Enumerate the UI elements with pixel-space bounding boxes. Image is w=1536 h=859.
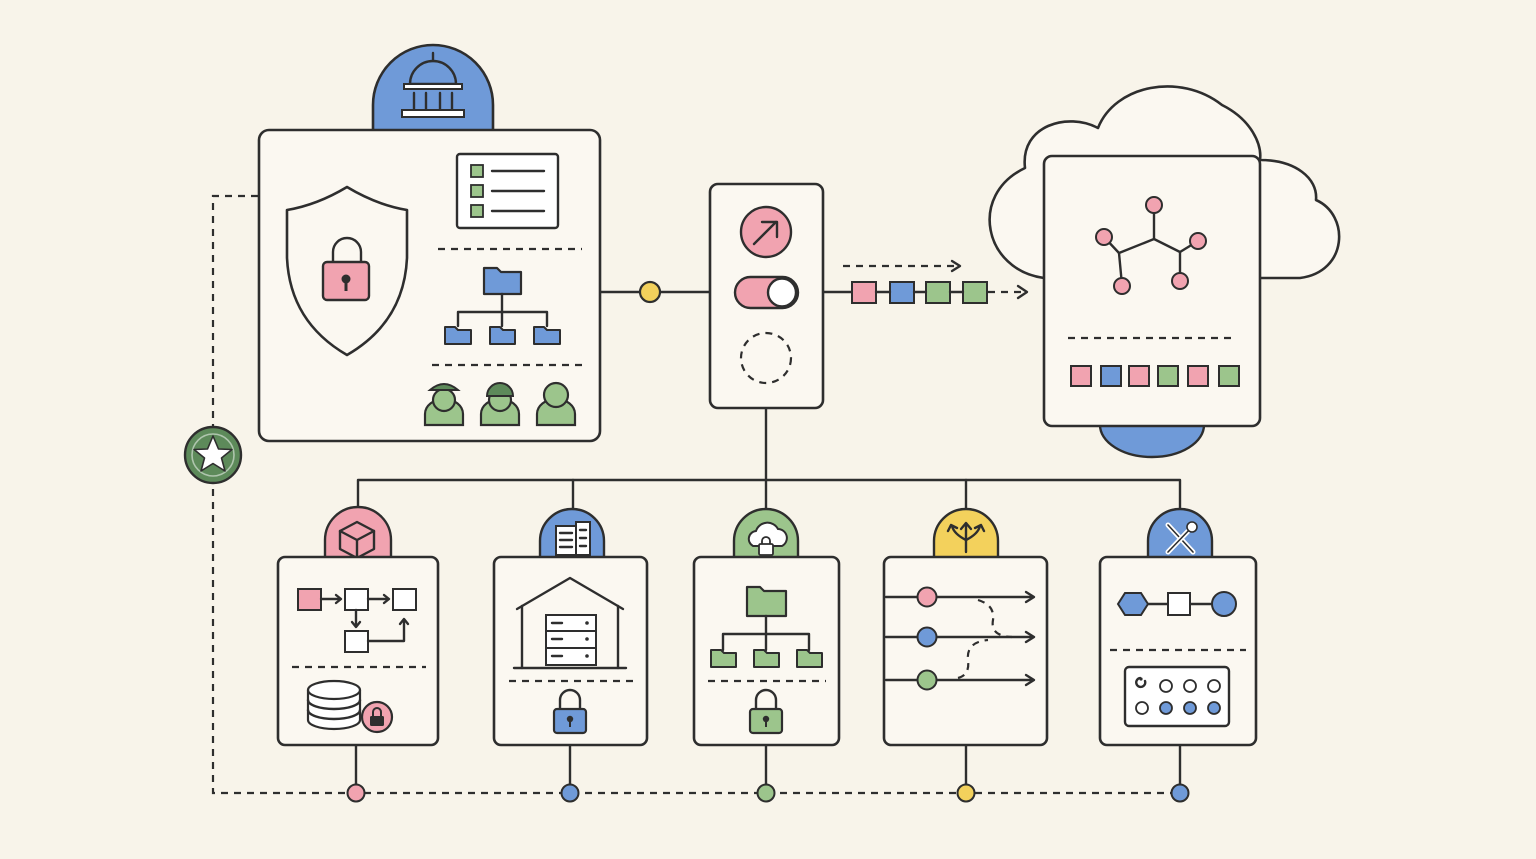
module-tools	[1098, 507, 1258, 747]
lock-icon	[748, 688, 784, 735]
user-avatar-icon	[535, 381, 577, 427]
folder-tree-icon	[444, 266, 561, 345]
government-building-icon	[371, 43, 495, 133]
flow-diagram-icon	[297, 588, 417, 653]
dashed-circle-icon	[739, 331, 793, 385]
base-dot-5	[1170, 783, 1190, 803]
base-dot-1	[346, 783, 366, 803]
base-dot-3	[756, 783, 776, 803]
module-cloud-folders	[692, 507, 841, 747]
lock-icon	[552, 688, 588, 735]
cloud-platform	[988, 85, 1341, 459]
soldier-avatar-icon	[479, 382, 521, 427]
base-dot-2	[560, 783, 580, 803]
module-workflow-storage	[276, 505, 440, 747]
control-panel-icon	[1123, 665, 1231, 728]
hub-link-dot	[638, 280, 662, 304]
folder-tree-icon	[710, 585, 823, 668]
gateway	[708, 182, 825, 410]
star-icon	[183, 425, 243, 485]
data-blocks-icon	[1070, 365, 1240, 387]
cube-icon	[323, 505, 393, 562]
shield-lock-icon	[285, 185, 409, 357]
checklist-icon	[455, 152, 560, 230]
toggle-switch-icon	[733, 275, 800, 310]
database-lock-icon	[306, 679, 394, 734]
government-hub	[257, 43, 602, 443]
connector-dots	[346, 280, 1190, 803]
arrow-out-icon	[739, 205, 793, 259]
tools-icon	[1146, 507, 1214, 562]
building-icon	[538, 507, 606, 562]
module-routing	[882, 507, 1049, 747]
cloud-lock-icon	[732, 507, 800, 562]
warehouse-server-icon	[512, 576, 628, 670]
shape-chain-icon	[1116, 591, 1237, 617]
data-packets	[851, 281, 988, 304]
officer-avatar-icon	[423, 383, 465, 427]
base-dot-4	[956, 783, 976, 803]
module-warehouse	[492, 507, 649, 747]
split-arrows-icon	[932, 507, 1000, 562]
network-graph-icon	[1095, 196, 1207, 295]
routing-lanes-icon	[884, 586, 1036, 691]
user-roles-icon	[423, 381, 577, 427]
